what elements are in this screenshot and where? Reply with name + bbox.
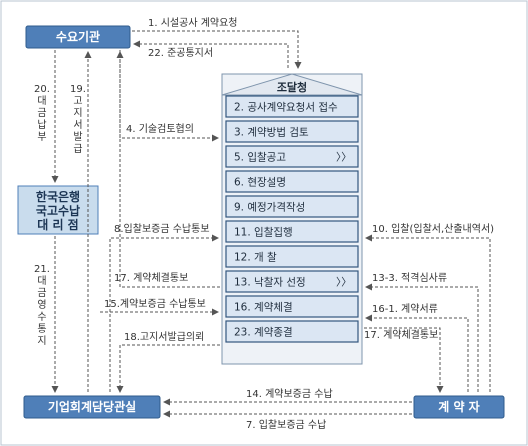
- bank-line-1: 한국은행: [36, 189, 80, 204]
- entity-demand-label: 수요기관: [56, 29, 100, 44]
- step-box: [225, 145, 359, 168]
- entity-accounting-office: 기업회계담당관실: [23, 395, 161, 419]
- entity-bank: 한국은행 국고수납 대 리 점: [17, 185, 99, 235]
- step-label: 3. 계약방법 검토: [234, 127, 309, 139]
- arrow-8: [109, 234, 219, 392]
- entity-contractor-label: 계 약 자: [438, 399, 479, 414]
- step-box: [225, 320, 359, 343]
- step-box: [225, 195, 359, 218]
- flow-arrows: [51, 30, 491, 418]
- step-box: [225, 245, 359, 268]
- procurement-column: 조달청 2. 공사계약요청서 접수 3. 계약방법 검토 5. 입찰공고 〉〉 6. 현…: [221, 73, 363, 365]
- v20-char: 납: [37, 119, 46, 131]
- step-9: 16. 계약체결: [225, 295, 359, 318]
- v19-char: 급: [73, 143, 82, 155]
- label-1: 1. 시설공사 계약요청: [148, 17, 238, 29]
- step-box: [225, 120, 359, 143]
- step-box: [225, 295, 359, 318]
- label-4: 4. 기술검토협의: [126, 122, 194, 135]
- v20-char: 금: [37, 107, 46, 119]
- v21-char: 21.: [34, 264, 50, 275]
- v21-char: 수: [37, 311, 46, 323]
- entity-demand-agency: 수요기관: [25, 25, 131, 49]
- step-label: 6. 현장설명: [234, 177, 286, 189]
- v20-char: 부: [37, 132, 46, 143]
- step-label: 9. 예정가격작성: [234, 201, 305, 214]
- step-label: 11. 입찰집행: [234, 226, 293, 239]
- arrow-16-1: [365, 314, 469, 392]
- label-14: 14. 계약보증금 수납: [246, 388, 333, 400]
- label-13-3: 13-3. 적격심사류: [372, 271, 447, 284]
- vertical-label-19: 19.고지서발급: [70, 84, 86, 155]
- label-16-1: 16-1. 계약서류: [372, 303, 438, 315]
- step-label: 23. 계약종결: [234, 327, 293, 339]
- double-chevron-icon: 〉〉: [336, 277, 352, 289]
- label-7: 7. 입찰보증금 수납: [246, 418, 326, 431]
- step-6: 11. 입찰집행: [225, 220, 359, 243]
- label-17a: 17. 계약체결통보: [114, 272, 188, 284]
- step-10: 23. 계약종결: [225, 320, 359, 343]
- step-label: 5. 입찰공고: [234, 151, 286, 164]
- step-box: [225, 95, 359, 118]
- step-5: 9. 예정가격작성: [225, 195, 359, 218]
- step-4: 6. 현장설명: [225, 170, 359, 193]
- step-box: [225, 220, 359, 243]
- v19-char: 고: [73, 96, 82, 107]
- step-box: [225, 170, 359, 193]
- v21-char: 지: [37, 335, 46, 347]
- v21-char: 영: [37, 299, 46, 311]
- entity-accounting-label: 기업회계담당관실: [48, 399, 136, 414]
- step-1: 2. 공사계약요청서 접수: [225, 95, 359, 118]
- step-list: 2. 공사계약요청서 접수 3. 계약방법 검토 5. 입찰공고 〉〉 6. 현장설명 9…: [225, 95, 359, 343]
- bank-line-2: 국고수납: [36, 204, 80, 218]
- v19-char: 서: [73, 119, 82, 131]
- step-label: 16. 계약체결: [234, 302, 293, 314]
- step-3: 5. 입찰공고 〉〉: [225, 145, 359, 168]
- entity-contractor: 계 약 자: [413, 395, 505, 419]
- label-18: 18.고지서발급의뢰: [124, 331, 204, 343]
- v20-char: 20.: [34, 84, 50, 95]
- double-chevron-icon: 〉〉: [336, 152, 352, 164]
- flow-labels: 1. 시설공사 계약요청 22. 준공통지서 4. 기술검토협의 8.입찰보증금…: [104, 17, 494, 431]
- arrow-17b: [364, 327, 444, 393]
- arrow-22: [133, 40, 289, 68]
- v19-char: 발: [73, 131, 82, 143]
- bank-line-3: 대 리 점: [37, 217, 78, 232]
- step-label: 2. 공사계약요청서 접수: [234, 102, 338, 114]
- procurement-roof: [221, 73, 363, 96]
- v20-char: 대: [37, 95, 46, 107]
- arrow-4: [119, 50, 219, 142]
- v19-char: 19.: [70, 84, 86, 95]
- step-7: 12. 개 찰: [225, 245, 359, 268]
- arrow-18: [116, 344, 220, 393]
- v21-char: 대: [37, 275, 46, 287]
- step-box: [225, 270, 359, 293]
- arrow-10: [365, 234, 491, 392]
- label-10: 10. 입찰(입찰서,산출내역서): [372, 222, 494, 235]
- procurement-header: 조달청: [277, 80, 307, 94]
- step-label: 12. 개 찰: [234, 252, 277, 264]
- label-8: 8.입찰보증금 수납통보: [114, 222, 210, 235]
- v21-char: 통: [37, 323, 46, 335]
- arrow-1: [132, 30, 302, 69]
- step-8: 13. 낙찰자 선정 〉〉: [225, 270, 359, 293]
- step-label: 13. 낙찰자 선정: [234, 277, 306, 289]
- label-22: 22. 준공통지서: [148, 47, 213, 59]
- arrow-17a: [116, 51, 220, 288]
- label-17b: 17. 계약체결통보: [364, 329, 438, 341]
- label-15: 15.계약보증금 수납통보: [104, 298, 206, 310]
- v19-char: 지: [73, 107, 82, 119]
- v21-char: 금: [37, 287, 46, 299]
- arrow-13-3: [365, 283, 479, 392]
- step-2: 3. 계약방법 검토: [225, 120, 359, 143]
